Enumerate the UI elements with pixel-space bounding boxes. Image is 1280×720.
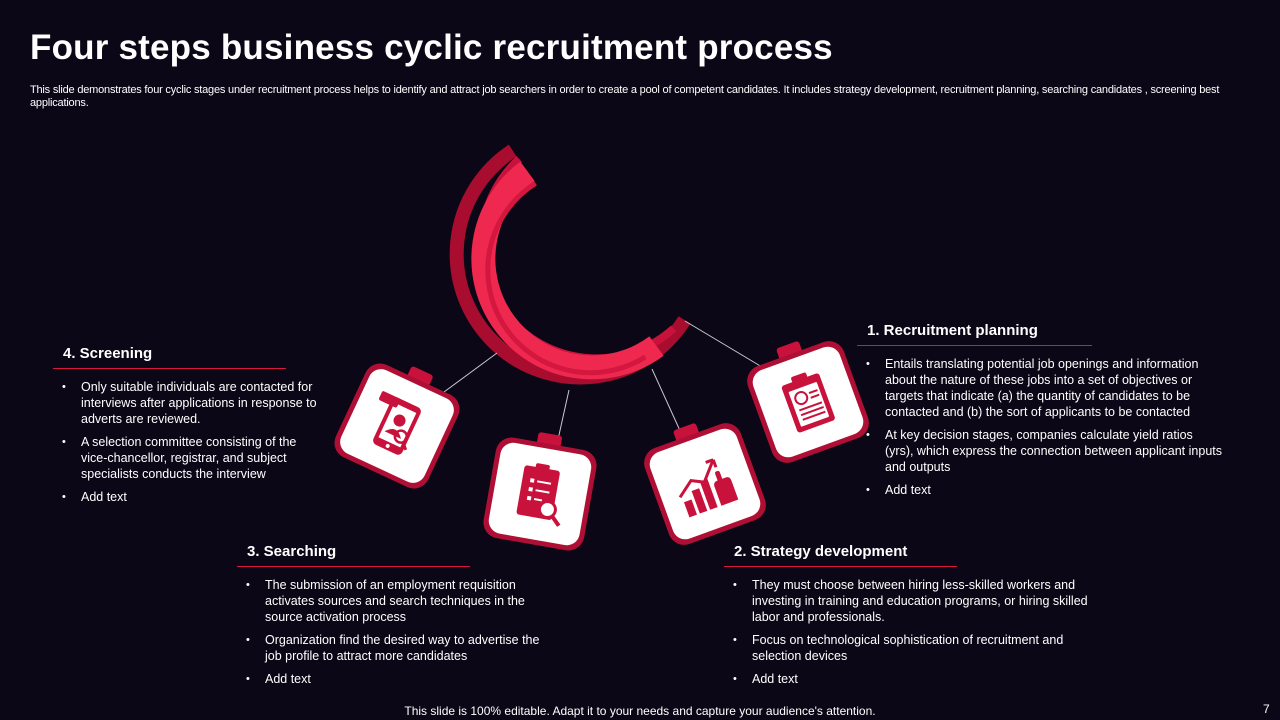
step-heading: 4. Screening (53, 345, 286, 369)
step-heading: 3. Searching (237, 543, 470, 567)
step-strategy-development: 2. Strategy development They must choose… (724, 543, 1104, 694)
list-item: Organization find the desired way to adv… (237, 632, 547, 664)
list-item: A selection committee consisting of the … (53, 434, 323, 482)
card-recruitment-planning (742, 336, 874, 468)
step-bullet-list: They must choose between hiring less-ski… (724, 577, 1104, 687)
step-bullet-list: The submission of an employment requisit… (237, 577, 547, 687)
list-item: Add text (237, 671, 547, 687)
step-heading: 2. Strategy development (724, 543, 957, 567)
list-item: Add text (724, 671, 1104, 687)
cycle-arc (449, 144, 691, 385)
card-screening (329, 358, 465, 494)
slide-subtitle: This slide demonstrates four cyclic stag… (30, 84, 1220, 109)
page-number: 7 (1263, 702, 1270, 716)
checklist-search-icon (516, 463, 561, 527)
step-searching: 3. Searching The submission of an employ… (237, 543, 547, 694)
step-screening: 4. Screening Only suitable individuals a… (53, 345, 323, 512)
card-searching (480, 432, 600, 554)
slide-footer: This slide is 100% editable. Adapt it to… (404, 704, 876, 718)
growth-chart-hand-icon (678, 458, 739, 518)
list-item: Entails translating potential job openin… (857, 356, 1222, 420)
card-strategy-development (639, 418, 771, 550)
step-recruitment-planning: 1. Recruitment planning Entails translat… (857, 322, 1222, 505)
clipboard-profile-icon (781, 372, 835, 433)
list-item: The submission of an employment requisit… (237, 577, 547, 625)
step-bullet-list: Only suitable individuals are contacted … (53, 379, 323, 505)
step-heading: 1. Recruitment planning (857, 322, 1092, 346)
list-item: Add text (53, 489, 323, 505)
list-item: Add text (857, 482, 1222, 498)
slide-title: Four steps business cyclic recruitment p… (30, 28, 833, 67)
list-item: They must choose between hiring less-ski… (724, 577, 1104, 625)
list-item: Only suitable individuals are contacted … (53, 379, 323, 427)
list-item: Focus on technological sophistication of… (724, 632, 1104, 664)
mobile-profile-search-icon (373, 391, 421, 455)
list-item: At key decision stages, companies calcul… (857, 427, 1222, 475)
connector-lines (443, 320, 763, 445)
step-bullet-list: Entails translating potential job openin… (857, 356, 1222, 498)
